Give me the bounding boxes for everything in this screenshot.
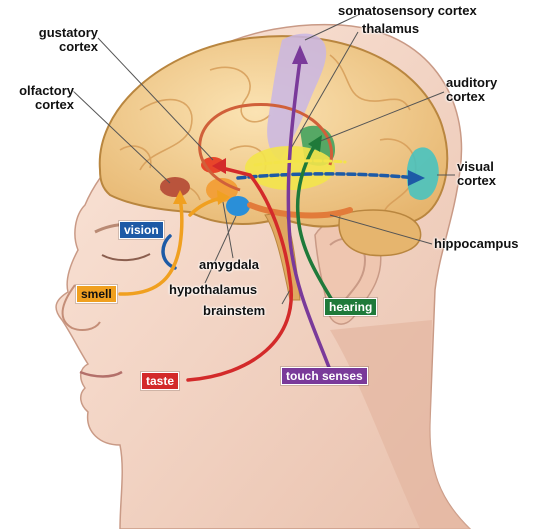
limbic-loop (198, 102, 333, 192)
thalamus-label: thalamus (362, 21, 420, 36)
hypothalamus-label: hypothalamus (169, 282, 258, 297)
closed-eye (101, 253, 151, 262)
hearing-arrowhead (308, 135, 322, 152)
hypothalamus-region (226, 196, 250, 216)
pathways (118, 58, 420, 382)
auditory-line-1: auditory (446, 75, 498, 90)
gustatory-cortex-label: gustatory cortex (24, 26, 98, 54)
taste-tag: taste (141, 372, 180, 390)
hearing-pathway (295, 143, 337, 307)
visual-cortex-region (406, 147, 439, 200)
olfactory-line-1: olfactory (19, 83, 74, 98)
brainstem-label: brainstem (203, 303, 266, 318)
auditory-line-2: cortex (446, 89, 486, 104)
vision-arrowhead (408, 170, 425, 186)
auditory-cortex-label: auditory cortex (446, 76, 497, 104)
hippocampus-label: hippocampus (434, 236, 519, 251)
taste-pathway (186, 166, 293, 382)
vision-pathway (161, 234, 177, 270)
smell-arrowhead (173, 190, 187, 204)
somatosensory-cortex-label: somatosensory cortex (338, 3, 477, 18)
cerebellum (338, 209, 422, 257)
olfactory-cortex-label: olfactory cortex (2, 84, 74, 112)
amygdala-label: amygdala (199, 257, 259, 272)
mouth (79, 370, 123, 378)
gustatory-line-2: cortex (58, 39, 98, 54)
smell-tag: smell (76, 285, 117, 303)
olfactory-cortex-region (160, 177, 190, 197)
touch-senses-tag: touch senses (281, 367, 368, 385)
pointer-lines (71, 13, 455, 305)
nose (61, 284, 101, 331)
smell-branch-arrowhead (217, 190, 230, 205)
vision-tag: vision (119, 221, 164, 239)
visual-line-2: cortex (457, 173, 497, 188)
hearing-tag: hearing (324, 298, 378, 316)
smell-pathway (118, 196, 184, 296)
vision-to-visual-cortex (236, 172, 420, 180)
gustatory-line-1: gustatory (38, 25, 98, 40)
arrowheads (173, 45, 425, 205)
visual-cortex-label: visual cortex (457, 160, 496, 188)
thalamus-dashes (253, 159, 347, 167)
taste-arrowhead (212, 158, 226, 174)
touch-arrowhead (292, 45, 308, 64)
olfactory-line-2: cortex (34, 97, 74, 112)
touch-pathway (286, 58, 332, 372)
amygdala-region (206, 178, 238, 202)
visual-line-1: visual (457, 159, 494, 174)
